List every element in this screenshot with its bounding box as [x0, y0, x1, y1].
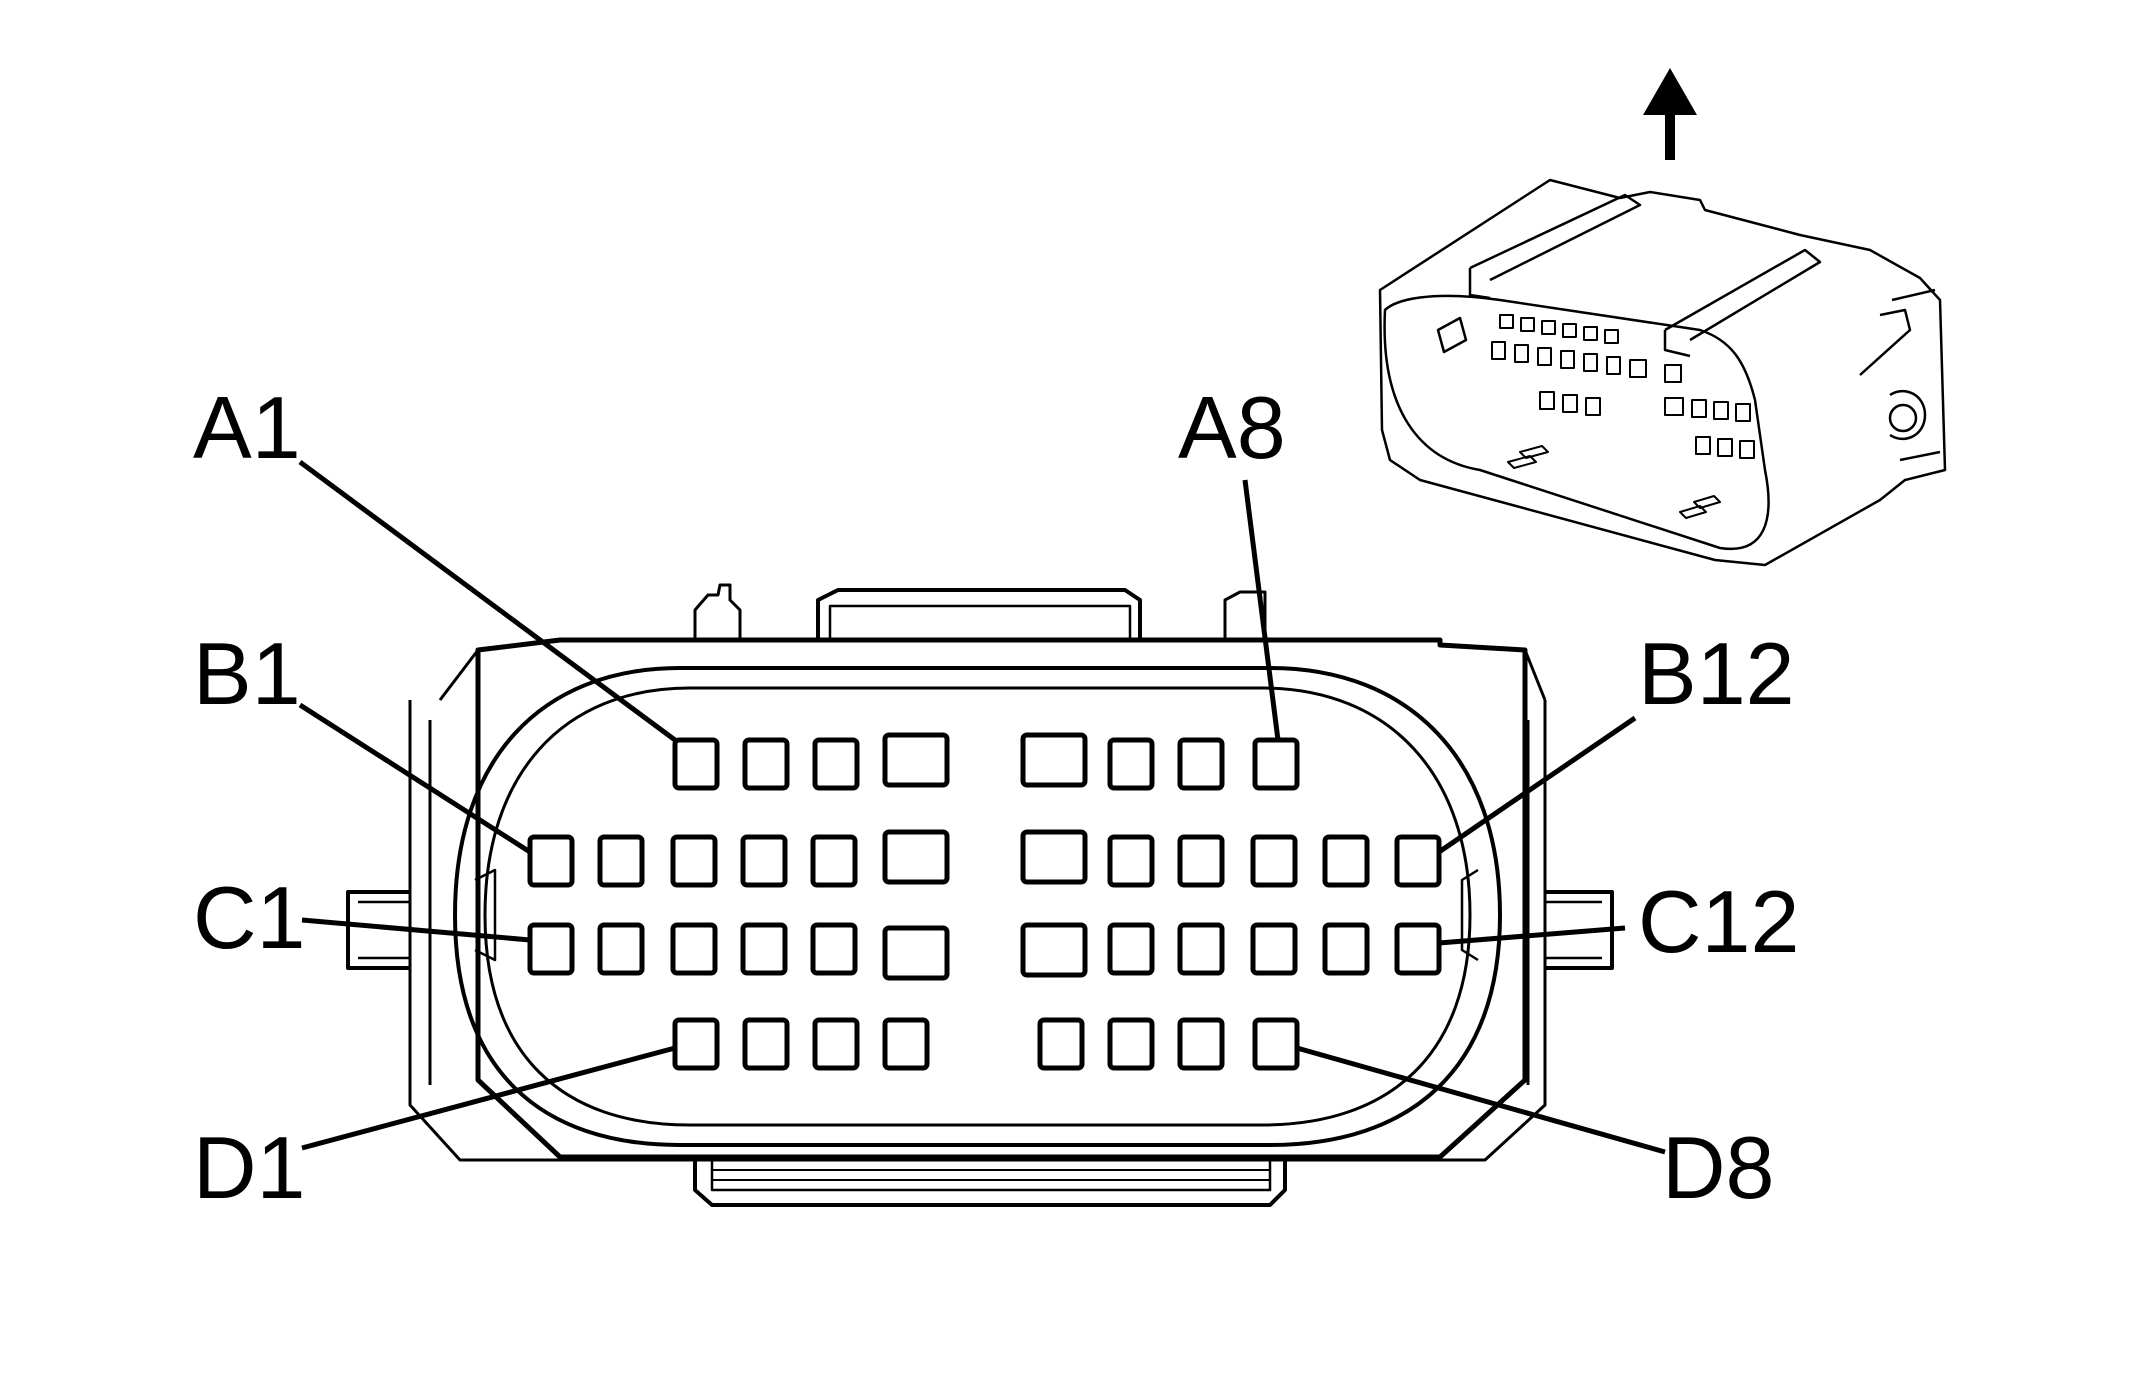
leader-line-b1: [298, 702, 532, 855]
row-d-cavities: [672, 1017, 1300, 1071]
pin-cavity: [1177, 922, 1225, 976]
pin-label-d8: D8: [1662, 1118, 1775, 1217]
pin-cavity-a8: [1252, 737, 1300, 791]
pin-label-c12: C12: [1638, 872, 1799, 971]
pin-cavity: [882, 829, 950, 885]
pin-cavity: [742, 737, 790, 791]
pin-cavity: [1107, 737, 1155, 791]
leader-line-b12: [1437, 715, 1637, 855]
pin-cavity-d1: [672, 1017, 720, 1071]
pin-cavity: [1107, 1017, 1155, 1071]
pin-cavity-c1: [527, 922, 575, 976]
pin-cavity: [670, 834, 718, 888]
row-b-cavities: [527, 829, 1442, 888]
pin-cavity: [740, 834, 788, 888]
leader-line-d8: [1296, 1045, 1666, 1155]
pin-cavity-b1: [527, 834, 575, 888]
row-c-cavities: [527, 922, 1442, 981]
pin-cavity: [1107, 834, 1155, 888]
pin-cavity: [882, 925, 950, 981]
leader-line-c1: [301, 917, 531, 943]
pin-labels: A1 A8 B1 B12 C1 C12 D1 D8: [193, 378, 1799, 1217]
pin-cavity: [810, 922, 858, 976]
pin-label-b12: B12: [1638, 624, 1795, 723]
pin-cavity-c12: [1394, 922, 1442, 976]
pin-label-c1: C1: [193, 868, 306, 967]
pin-cavity: [1177, 834, 1225, 888]
leader-line-a8: [1242, 479, 1281, 741]
pin-cavity: [1322, 922, 1370, 976]
connector-isometric-icon: [1378, 178, 1947, 567]
leader-line-c12: [1438, 925, 1626, 946]
pin-cavity: [882, 1017, 930, 1071]
pin-cavity: [742, 1017, 790, 1071]
pin-cavity: [1177, 1017, 1225, 1071]
connector-face: [346, 583, 1614, 1207]
pin-cavities: [527, 732, 1442, 1071]
pin-label-b1: B1: [193, 624, 301, 723]
pin-cavity-a1: [672, 737, 720, 791]
pin-cavity: [1107, 922, 1155, 976]
pin-label-a8: A8: [1178, 378, 1286, 477]
pin-label-d1: D1: [193, 1118, 306, 1217]
up-arrow-icon: [1643, 68, 1697, 160]
pin-cavity: [812, 737, 860, 791]
pin-cavity: [1020, 922, 1088, 978]
leader-line-d1: [301, 1045, 676, 1151]
pin-cavity-b12: [1394, 834, 1442, 888]
pin-label-a1: A1: [193, 378, 301, 477]
pin-cavity: [1177, 737, 1225, 791]
pin-cavity: [1020, 732, 1088, 788]
pin-cavity: [740, 922, 788, 976]
pin-cavity-d8: [1252, 1017, 1300, 1071]
leader-line-a1: [298, 459, 677, 743]
leader-lines: [298, 459, 1666, 1155]
pin-cavity: [1250, 922, 1298, 976]
pin-cavity: [810, 834, 858, 888]
pin-cavity: [1020, 829, 1088, 885]
pin-cavity: [1250, 834, 1298, 888]
connector-isometric-cavities: [1491, 314, 1755, 519]
pin-cavity: [1037, 1017, 1085, 1071]
pin-cavity: [812, 1017, 860, 1071]
pin-cavity: [597, 922, 645, 976]
pin-cavity: [1322, 834, 1370, 888]
pin-cavity: [882, 732, 950, 788]
pin-cavity: [597, 834, 645, 888]
pin-cavity: [670, 922, 718, 976]
row-a-cavities: [672, 732, 1300, 791]
